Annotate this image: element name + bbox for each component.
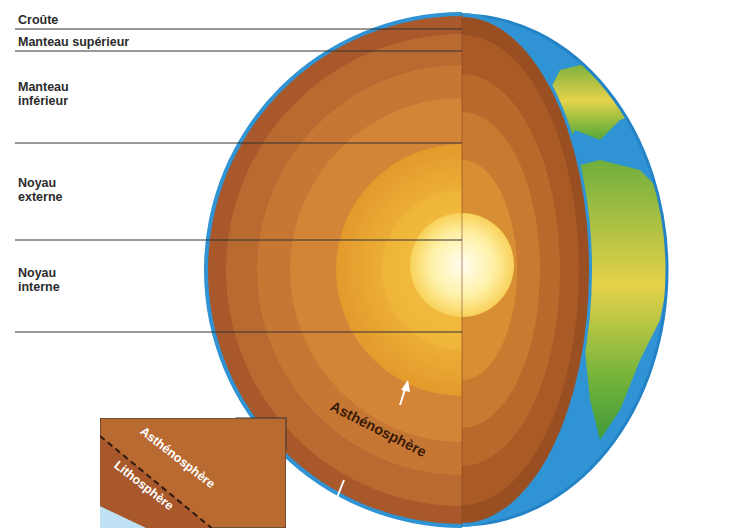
cut-plane-right bbox=[462, 13, 592, 527]
layer-label: Noyau interne bbox=[18, 266, 98, 295]
inset-box: AsthénosphèreLithosphère bbox=[100, 418, 286, 528]
layer-label: Noyau externe bbox=[18, 176, 98, 205]
leader-lines bbox=[15, 29, 462, 332]
layer-label: Manteau supérieur bbox=[18, 35, 218, 49]
layer-label: Croûte bbox=[18, 13, 218, 27]
layer-label: Manteau inférieur bbox=[18, 80, 108, 109]
